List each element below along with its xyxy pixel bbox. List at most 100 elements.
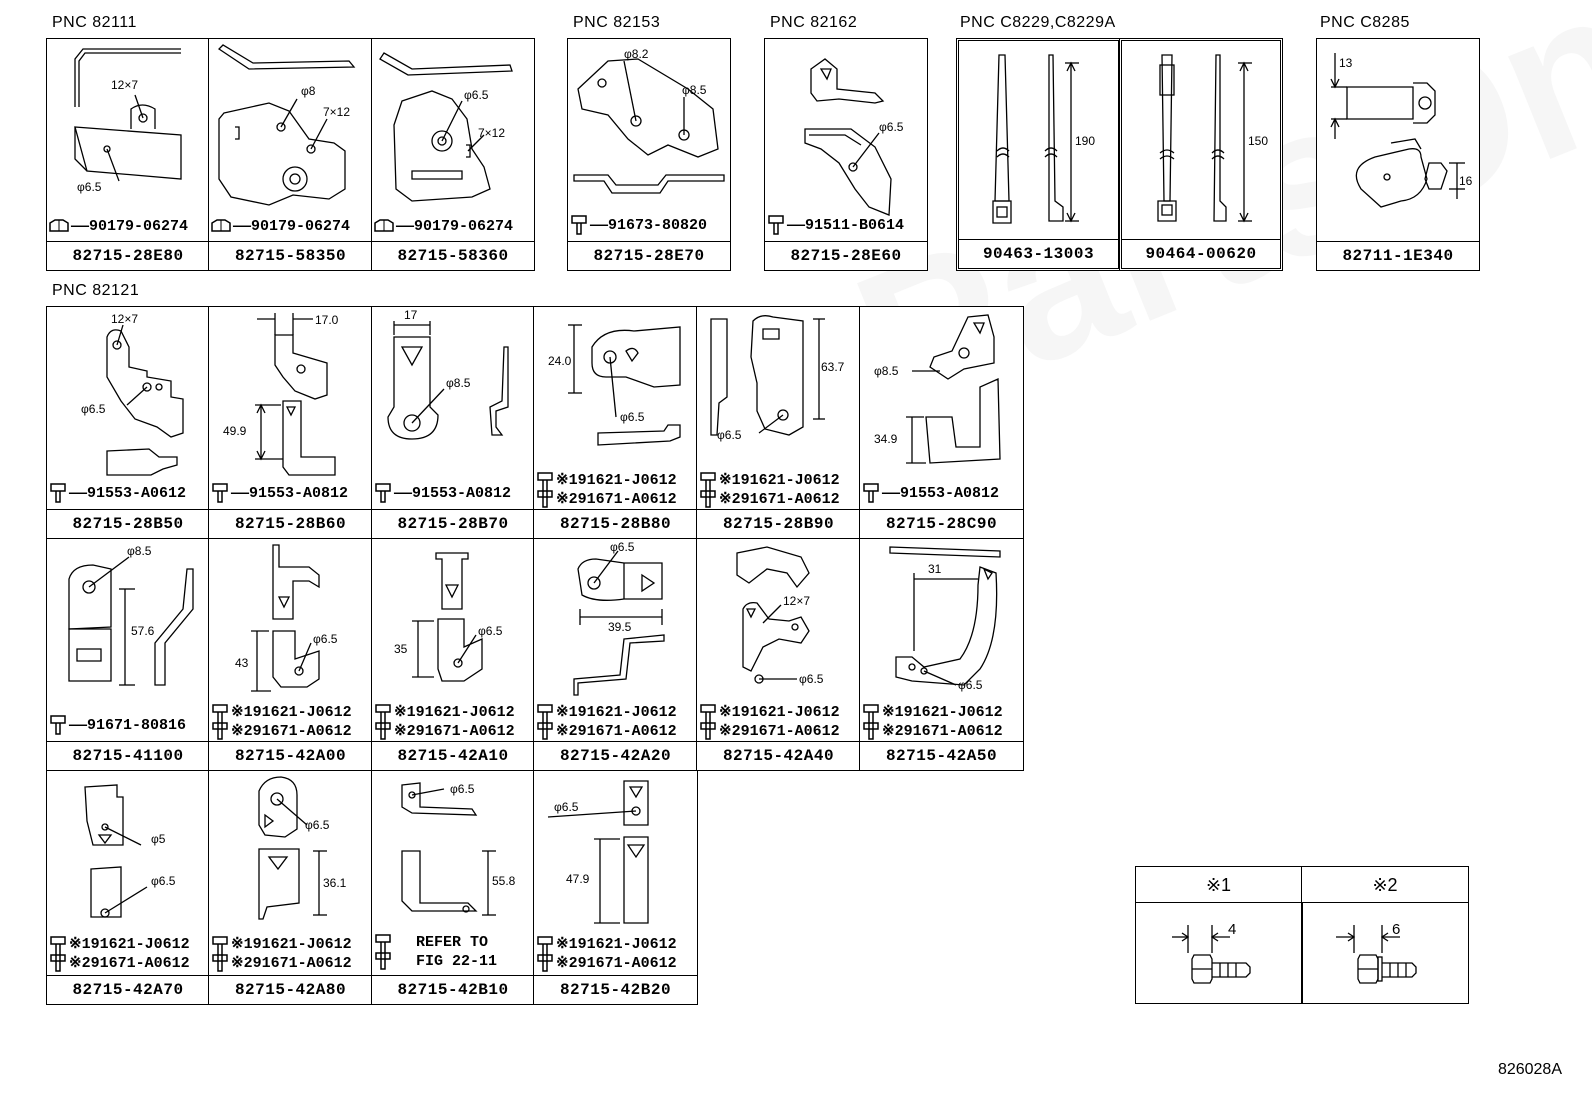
part-cell-82715-28E80[interactable]: 12×7 φ6.5 ——90179-06274 82715-28E80	[46, 38, 210, 271]
fastener-row: ——90179-06274	[49, 217, 188, 236]
dim-label: 31	[928, 562, 942, 576]
fastener-row: ——91553-A0812	[374, 483, 511, 503]
hole-label: φ6.5	[620, 410, 645, 424]
part-number: 82715-28B80	[534, 509, 697, 538]
fastener-row: ——91673-80820	[570, 215, 707, 235]
part-cell-82715-28B70[interactable]: 17 φ8.5 ——91553-A0812 82715-28B70	[371, 306, 535, 539]
dim-label: 17.0	[315, 313, 339, 327]
part-cell-82711-1E340[interactable]: 13 16 82711-1E340	[1316, 38, 1480, 271]
hole-label: φ6.5	[799, 672, 824, 686]
bolt-and-washer-icon	[212, 704, 228, 740]
bracket-drawing: 12×7 φ6.5	[81, 312, 184, 476]
fastener-row: ※191621-J0612※291671-A0612	[536, 703, 677, 741]
bolt-icon	[375, 483, 391, 503]
hole-label: φ6.5	[77, 180, 102, 194]
fastener-row: ——91671-80816	[49, 715, 186, 735]
fastener-row: ※191621-J0612※291671-A0612	[536, 471, 677, 509]
bracket-drawing: φ6.5 39.5	[573, 540, 665, 696]
hole-label: φ8.5	[682, 83, 707, 97]
bracket-drawing: φ8.5 57.6	[68, 544, 194, 686]
part-number: 82715-28B70	[372, 509, 534, 538]
bracket-drawing: φ6.5 7×12	[379, 52, 513, 202]
hole-label: φ6.5	[151, 874, 176, 888]
hole-label: φ6.5	[958, 678, 983, 692]
dim-label: 12×7	[783, 594, 810, 608]
bracket-drawing: 17.0 49.9	[223, 313, 339, 476]
hole-label: φ8.2	[624, 47, 649, 61]
part-cell-82715-58350[interactable]: φ8 7×12 ——90179-06274 82715-58350	[208, 38, 373, 271]
part-number: 82715-42A20	[534, 741, 697, 770]
part-cell-82715-42B20[interactable]: φ6.5 47.9 ※191621-J0612※291671-A0612 827…	[533, 770, 698, 1005]
bracket-drawing: φ5 φ6.5	[84, 784, 176, 918]
bolt-and-washer-icon	[537, 704, 553, 740]
bracket-drawing: 63.7 φ6.5	[710, 315, 845, 442]
fastener-row: ※191621-J0612※291671-A0612	[211, 703, 352, 741]
pnc-82153-label: PNC 82153	[573, 14, 661, 31]
dim-label: 13	[1339, 56, 1353, 70]
bolt-and-washer-icon	[212, 936, 228, 972]
part-cell-82715-42A20[interactable]: φ6.5 39.5 ※191621-J0612※291671-A0612 827…	[533, 538, 698, 771]
bracket-drawing: 31 φ6.5	[889, 546, 1001, 692]
part-cell-82715-42A70[interactable]: φ5 φ6.5 ※191621-J0612※291671-A0612 82715…	[46, 770, 210, 1005]
part-number: 82715-42A80	[209, 975, 372, 1004]
bolt-icon	[212, 483, 228, 503]
hole-label: φ6.5	[450, 782, 475, 796]
bracket-drawing: 43 φ6.5	[235, 544, 338, 692]
part-cell-90463-13003[interactable]: 190 90463-13003	[956, 38, 1121, 271]
fastener-row: ——91553-A0612	[49, 483, 186, 503]
fastener-row: ※191621-J0612※291671-A0612	[536, 935, 677, 973]
fastener-row: ——91553-A0812	[862, 483, 999, 503]
length-label: 190	[1075, 134, 1095, 148]
part-cell-90464-00620[interactable]: 150 90464-00620	[1119, 38, 1283, 271]
part-number: 82715-58350	[209, 241, 372, 270]
hole-label: φ6.5	[717, 428, 742, 442]
flange-nut-icon	[211, 219, 231, 232]
hole-label: φ6.5	[478, 624, 503, 638]
part-cell-82715-58360[interactable]: φ6.5 7×12 ——90179-06274 82715-58360	[371, 38, 535, 271]
legend-dim-2: 6	[1392, 921, 1401, 938]
legend-dim-1: 4	[1228, 921, 1237, 938]
part-cell-82715-42A40[interactable]: 12×7 φ6.5 ※191621-J0612※291671-A0612 827…	[696, 538, 861, 771]
part-cell-82715-42A10[interactable]: 35 φ6.5 ※191621-J0612※291671-A0612 82715…	[371, 538, 535, 771]
dim-label: 16	[1459, 174, 1473, 188]
part-cell-82715-28B80[interactable]: 24.0 φ6.5 ※191621-J0612※291671-A0612 827…	[533, 306, 698, 539]
bracket-drawing: φ8 7×12	[217, 44, 356, 206]
part-number: 82715-28E60	[765, 241, 927, 270]
part-cell-82715-41100[interactable]: φ8.5 57.6 ——91671-80816 82715-41100	[46, 538, 210, 771]
dim-label: 55.8	[492, 874, 516, 888]
part-cell-82715-28E60[interactable]: φ6.5 ——91511-B0614 82715-28E60	[764, 38, 928, 271]
bolt-and-washer-icon	[700, 472, 716, 508]
fastener-row: ——91553-A0812	[211, 483, 348, 503]
dim-label: 12×7	[111, 312, 138, 326]
bolt-type-1-icon	[1172, 925, 1251, 984]
part-cell-82715-28B50[interactable]: 12×7 φ6.5 ——91553-A0612 82715-28B50	[46, 306, 210, 539]
part-cell-82715-42A80[interactable]: φ6.5 36.1 ※191621-J0612※291671-A0612 827…	[208, 770, 373, 1005]
dim-label: 57.6	[131, 624, 155, 638]
bracket-drawing: 12×7 φ6.5	[74, 48, 182, 194]
part-cell-82715-28B60[interactable]: 17.0 49.9 ——91553-A0812 82715-28B60	[208, 306, 373, 539]
fastener-row: ——90179-06274	[211, 217, 350, 236]
fastener-row: ※191621-J0612※291671-A0612	[699, 471, 840, 509]
part-number: 82715-42A10	[372, 741, 534, 770]
part-cell-82715-28C90[interactable]: φ8.5 34.9 ——91553-A0812 82715-28C90	[859, 306, 1024, 539]
fastener-row: ※191621-J0612※291671-A0612	[211, 935, 352, 973]
hole-label: φ8	[301, 84, 316, 98]
part-cell-82715-42A50[interactable]: 31 φ6.5 ※191621-J0612※291671-A0612 82715…	[859, 538, 1024, 771]
hole-label: φ6.5	[464, 88, 489, 102]
part-cell-82715-28E70[interactable]: φ8.2 φ8.5 ——91673-80820 82715-28E70	[567, 38, 731, 271]
bolt-type-2-icon	[1336, 925, 1417, 984]
bolt-and-washer-icon	[375, 934, 391, 970]
part-cell-82715-28B90[interactable]: 63.7 φ6.5 ※191621-J0612※291671-A0612 827…	[696, 306, 861, 539]
bolt-icon	[863, 483, 879, 503]
dim-label: 43	[235, 656, 249, 670]
bolt-and-washer-icon	[375, 704, 391, 740]
hole-label: φ6.5	[879, 120, 904, 134]
bracket-drawing: 24.0 φ6.5	[548, 324, 681, 446]
part-number: 82715-28E70	[568, 241, 730, 270]
bracket-drawing: 12×7 φ6.5	[736, 546, 824, 686]
bolt-and-washer-icon	[863, 704, 879, 740]
dim-label: 47.9	[566, 872, 590, 886]
part-cell-82715-42A00[interactable]: 43 φ6.5 ※191621-J0612※291671-A0612 82715…	[208, 538, 373, 771]
